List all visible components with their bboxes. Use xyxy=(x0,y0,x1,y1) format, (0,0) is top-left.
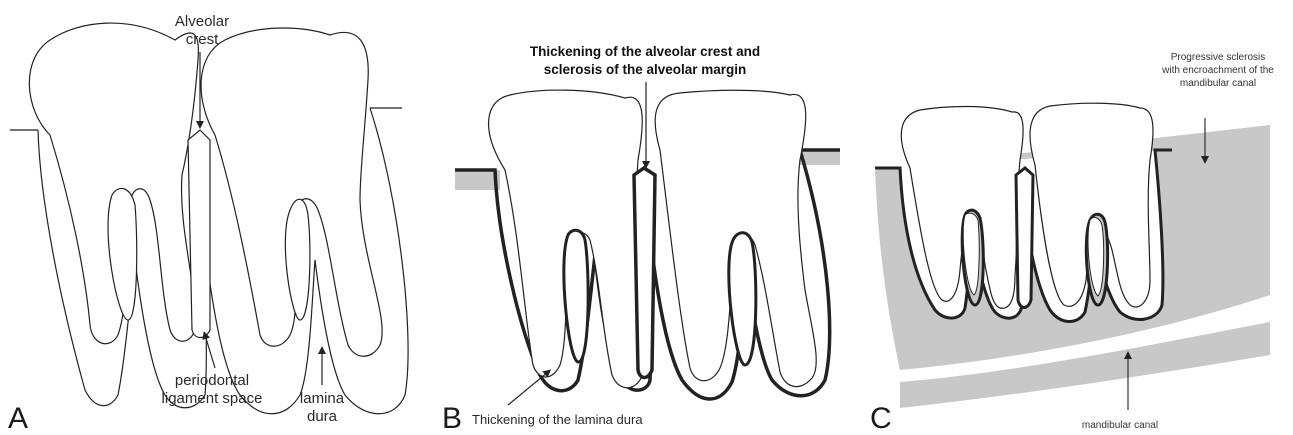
panel-letter-b: B xyxy=(442,402,462,435)
panel-a: Alveolar crest periodontal ligament spac… xyxy=(8,13,408,435)
sclerosis-label-2: with encroachment of the xyxy=(1161,65,1274,76)
alveolar-crest-label-1: Alveolar xyxy=(175,13,229,30)
sclerosis-label-3: mandibular canal xyxy=(1180,78,1256,89)
panel-c: Progressive sclerosis with encroachment … xyxy=(870,52,1274,435)
crest-thickening-label-2: sclerosis of the alveolar margin xyxy=(544,62,747,77)
pdl-label-2: ligament space xyxy=(162,390,263,407)
mandibular-canal-label: mandibular canal xyxy=(1082,420,1158,431)
lamina-label-1: lamina xyxy=(300,390,345,407)
lamina-thickening-label: Thickening of the lamina dura xyxy=(472,412,643,427)
panel-b: Thickening of the alveolar crest and scl… xyxy=(442,44,840,435)
alveolar-crest-label-2: crest xyxy=(186,31,219,48)
lamina-label-2: dura xyxy=(307,408,338,425)
sclerosis-label-1: Progressive sclerosis xyxy=(1171,52,1265,63)
pdl-label-1: periodontal xyxy=(175,372,249,389)
panel-letter-c: C xyxy=(870,402,892,435)
crest-thickening-label-1: Thickening of the alveolar crest and xyxy=(530,44,760,59)
panel-letter-a: A xyxy=(8,402,28,435)
